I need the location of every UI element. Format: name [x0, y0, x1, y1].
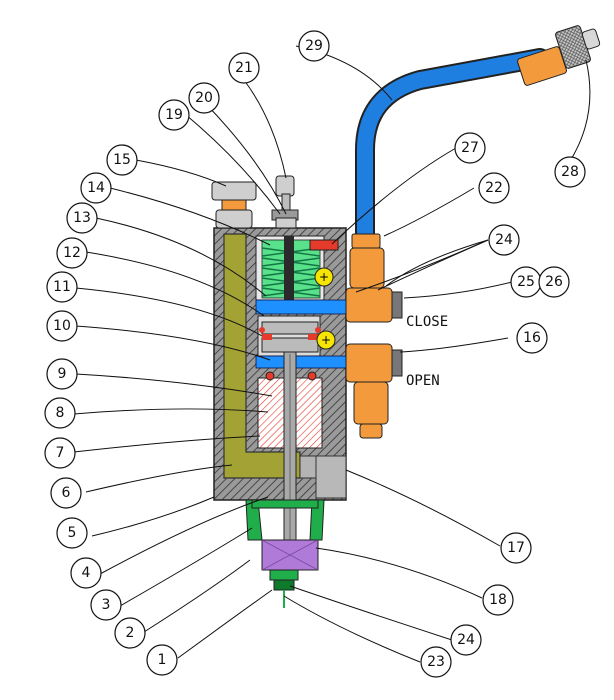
callout-number-10: 10 — [53, 318, 71, 334]
callout-number-20: 20 — [195, 90, 213, 106]
callout-number-19: 19 — [165, 107, 183, 123]
callout-number-29: 29 — [305, 38, 323, 54]
callout-number-27: 27 — [461, 140, 479, 156]
piston-seal-left — [266, 372, 274, 380]
callout-number-15: 15 — [113, 152, 131, 168]
callout-number-14: 14 — [87, 180, 105, 196]
callout-number-2: 2 — [126, 625, 135, 641]
piston-seal-right — [308, 372, 316, 380]
callout-number-21: 21 — [235, 60, 253, 76]
callout-number-18: 18 — [489, 592, 507, 608]
callout-number-4: 4 — [82, 565, 91, 581]
callout-number-25: 25 — [517, 274, 535, 290]
adjustment-screw — [272, 176, 298, 228]
callout-number-12: 12 — [63, 245, 81, 261]
svg-text:+: + — [319, 270, 329, 284]
open-port-label: OPEN — [406, 373, 440, 389]
indicator-plug — [310, 240, 338, 250]
callout-number-23: 23 — [427, 654, 445, 670]
callout-number-9: 9 — [58, 366, 67, 382]
close-port-label: CLOSE — [406, 314, 448, 330]
callout-number-17: 17 — [507, 540, 525, 556]
callout-number-22: 22 — [485, 180, 503, 196]
callout-number-24a: 24 — [495, 232, 513, 248]
callout-number-16: 16 — [523, 330, 541, 346]
open-port-fitting — [346, 344, 402, 438]
callout-number-24b: 24 — [457, 632, 475, 648]
callout-number-13: 13 — [73, 210, 91, 226]
air-hose — [365, 58, 540, 236]
callout-number-5: 5 — [68, 525, 77, 541]
callout-number-26: 26 — [545, 274, 563, 290]
callout-number-7: 7 — [56, 445, 65, 461]
callout-number-8: 8 — [56, 405, 65, 421]
callout-number-6: 6 — [62, 485, 71, 501]
open-port-channel — [256, 356, 346, 368]
top-cap — [212, 182, 256, 228]
close-port-channel — [256, 300, 346, 314]
svg-text:+: + — [321, 333, 331, 347]
callout-number-1: 1 — [158, 652, 167, 668]
hose-end-fitting — [517, 25, 601, 86]
callout-number-11: 11 — [53, 279, 71, 295]
callout-number-3: 3 — [102, 597, 111, 613]
callout-number-28: 28 — [561, 164, 579, 180]
